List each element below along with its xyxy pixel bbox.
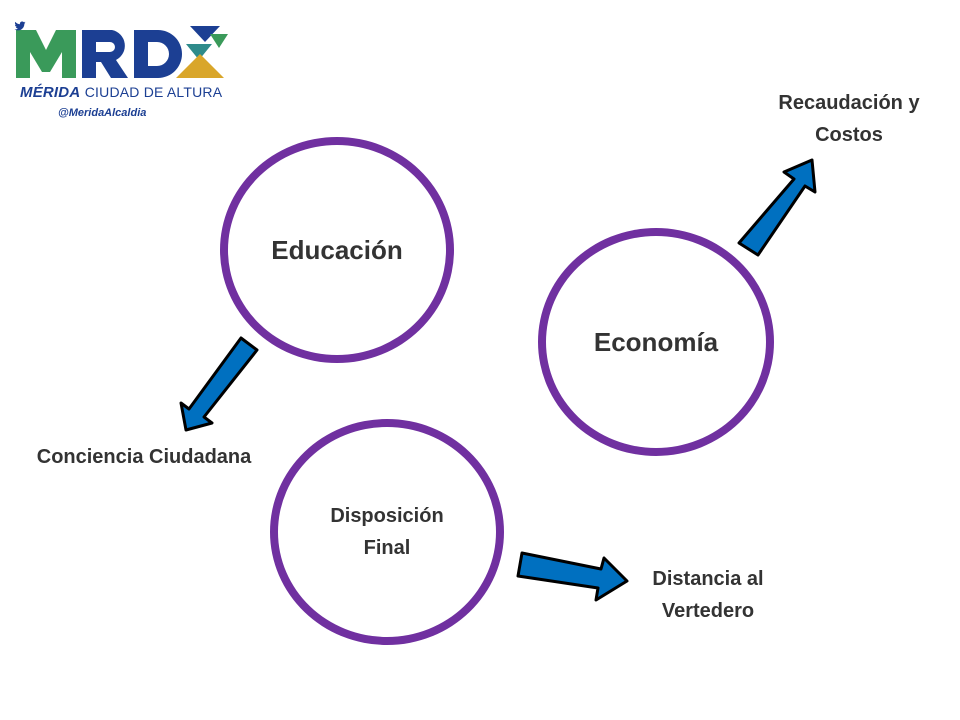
arrow-economia-to-recaudacion bbox=[737, 158, 817, 257]
logo-city-name: MÉRIDA bbox=[20, 84, 81, 101]
logo-tagline: MÉRIDA CIUDAD DE ALTURA bbox=[20, 84, 230, 101]
node-educacion-label: Educación bbox=[271, 234, 403, 265]
outcome-distancia-al-vertedero: Distancia al Vertedero bbox=[652, 568, 764, 622]
outcome-recaudacion-y-costos: Recaudación y Costos bbox=[778, 92, 920, 146]
node-educacion: Educación bbox=[220, 137, 454, 363]
merida-logo: MÉRIDA CIUDAD DE ALTURA @MeridaAlcaldia bbox=[14, 20, 230, 124]
node-disposicion-label: Disposición Final bbox=[330, 505, 444, 559]
node-disposicion: Disposición Final bbox=[270, 419, 504, 645]
logo-handle: @MeridaAlcaldia bbox=[58, 107, 147, 119]
twitter-bird-icon bbox=[14, 21, 26, 31]
mrde-logo-mark bbox=[16, 26, 228, 78]
node-economia-label: Economía bbox=[593, 326, 719, 357]
outcome-conciencia-ciudadana: Conciencia Ciudadana bbox=[36, 446, 252, 468]
logo-tagline-text: CIUDAD DE ALTURA bbox=[84, 84, 223, 100]
arrow-educacion-to-conciencia bbox=[179, 336, 259, 432]
arrow-disposicion-to-distancia bbox=[516, 551, 629, 602]
node-economia: Economía bbox=[538, 228, 774, 456]
